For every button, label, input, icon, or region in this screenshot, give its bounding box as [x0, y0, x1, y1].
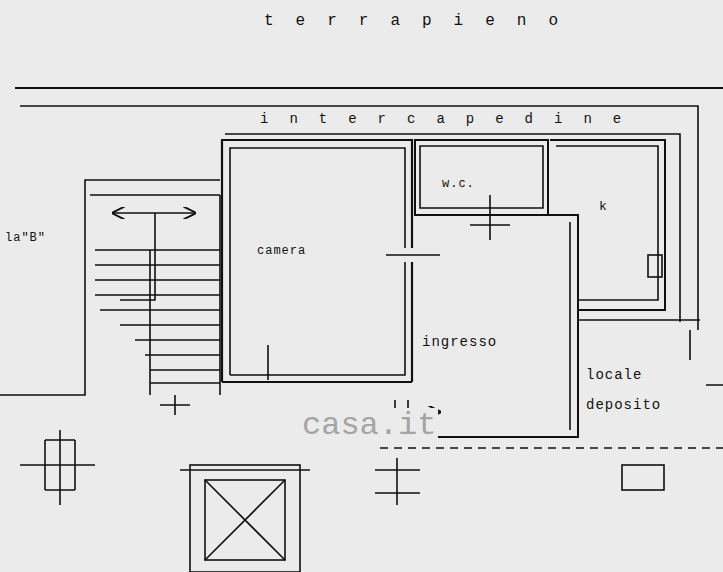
- room-label: k: [597, 200, 609, 215]
- watermark: casa.it: [300, 408, 438, 445]
- door-leaf: [470, 195, 510, 240]
- room-label: locale deposito: [584, 360, 706, 420]
- door-leaf: [386, 254, 440, 256]
- kitchen-fixture: [648, 255, 662, 277]
- lift-car: [205, 480, 285, 560]
- wc-wall: [415, 140, 548, 215]
- cavity-wall: [225, 134, 680, 322]
- entrance-inner-wall: [569, 222, 571, 430]
- room-label: camera: [255, 245, 308, 259]
- storage-dashed-edge: [380, 447, 723, 449]
- stair-steps: [95, 250, 220, 383]
- door-leaf: [267, 345, 269, 380]
- cavity-label: intercapedine: [258, 111, 644, 127]
- stair-run: [120, 213, 155, 300]
- room-label: w.c.: [440, 178, 477, 192]
- kitchen-wall: [550, 140, 665, 310]
- stair-stringer: [150, 195, 220, 395]
- stair-label: la"B": [3, 232, 48, 246]
- pillar-symbol: [20, 430, 95, 505]
- lift-shaft: [190, 465, 300, 572]
- bedroom-inner-wall: [230, 148, 405, 375]
- grid-mark: [160, 395, 190, 415]
- entrance-wall: [380, 215, 578, 437]
- pillar-symbol: [622, 465, 664, 490]
- lift-ledge: [180, 469, 310, 471]
- lift-cross: [205, 480, 285, 560]
- pillar-symbol: [375, 458, 420, 505]
- kitchen-inner-wall: [556, 146, 658, 300]
- bedroom-wall: [222, 140, 412, 382]
- stair-arrow: [113, 212, 195, 214]
- storage-wall: [578, 319, 700, 321]
- embankment-line: [15, 87, 723, 89]
- stair-wall: [0, 180, 220, 395]
- room-label: ingresso: [420, 334, 499, 350]
- ground-label: terrapieno: [262, 12, 582, 30]
- wc-inner-wall: [420, 146, 543, 208]
